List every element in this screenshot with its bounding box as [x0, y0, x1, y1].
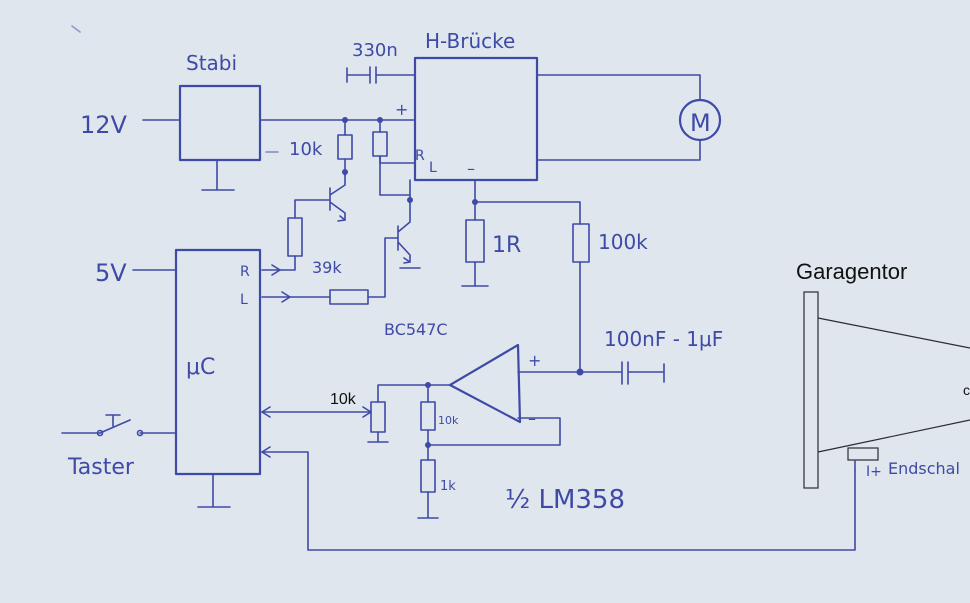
label-op-minus: – [528, 409, 536, 428]
label-uc: μC [186, 355, 215, 380]
resistor-1r: 1R [461, 179, 521, 287]
opamp-triangle [448, 343, 522, 424]
label-cap-range: 100nF - 1μF [604, 327, 723, 351]
label-10k-fb: 10k [438, 414, 459, 427]
label-stabi: Stabi [186, 51, 237, 75]
arrow-end-switch [261, 446, 271, 458]
label-h-bridge: H-Brücke [425, 29, 515, 53]
pencil-mark [71, 25, 81, 33]
garage-door: Garagentor c I+ Endschal [796, 259, 970, 489]
door-frame [803, 291, 819, 489]
stabi-box [178, 84, 262, 162]
label-hb-l: L [429, 160, 437, 176]
supply-12v: 12V [80, 111, 181, 139]
resistor-l-base [261, 289, 369, 305]
h-bridge-box [413, 56, 539, 182]
label-taster: Taster [67, 455, 135, 480]
opamp: + – ½ LM358 [427, 343, 625, 515]
resistor-39k: 39k [261, 217, 342, 277]
wire-to-r-input [379, 155, 416, 164]
capacitor-330n: 330n [346, 40, 416, 84]
uc-box [174, 248, 262, 476]
label-330n: 330n [352, 40, 398, 61]
resistor-10k-top: 10k [289, 119, 353, 176]
motor-circle [678, 98, 722, 142]
wire-end-switch [261, 451, 856, 551]
label-5v: 5V [95, 259, 127, 287]
potentiometer-10k: 10k [261, 391, 389, 443]
label-garagentor: Garagentor [796, 259, 907, 284]
label-op-plus: + [528, 351, 541, 370]
transistor-lower [367, 179, 421, 298]
label-hb-r: R [415, 148, 425, 164]
resistor-1k: 1k [417, 444, 456, 519]
transistor-upper [294, 174, 346, 222]
resistor-100k: 100k [474, 201, 648, 376]
label-hb-plus: + [395, 100, 408, 119]
push-button-taster: Taster [61, 414, 177, 480]
label-100k: 100k [598, 230, 648, 254]
label-39k: 39k [312, 258, 342, 277]
label-switch-marks: I+ [866, 464, 882, 480]
label-1r: 1R [492, 233, 521, 258]
label-10k-pot: 10k [330, 391, 357, 408]
end-switch-body [847, 447, 879, 461]
supply-5v: 5V [95, 259, 177, 287]
microcontroller: μC R L [174, 248, 262, 508]
motor: M [536, 74, 722, 161]
label-endschalter: Endschal [888, 459, 960, 478]
label-bc547c: BC547C [384, 320, 448, 339]
capacitor-filter: 100nF - 1μF [579, 327, 723, 385]
label-10k-top: 10k [289, 139, 323, 160]
svg-text:c: c [963, 382, 970, 398]
label-motor: M [690, 109, 711, 137]
label-hb-minus: – [467, 159, 475, 178]
label-uc-l: L [240, 292, 248, 308]
h-bridge: H-Brücke + R L – [395, 29, 539, 182]
label-12v: 12V [80, 111, 128, 139]
label-1k: 1k [440, 479, 456, 494]
stabi-regulator: Stabi [178, 51, 262, 191]
label-lm358: ½ LM358 [505, 485, 625, 515]
label-uc-r: R [240, 264, 250, 280]
